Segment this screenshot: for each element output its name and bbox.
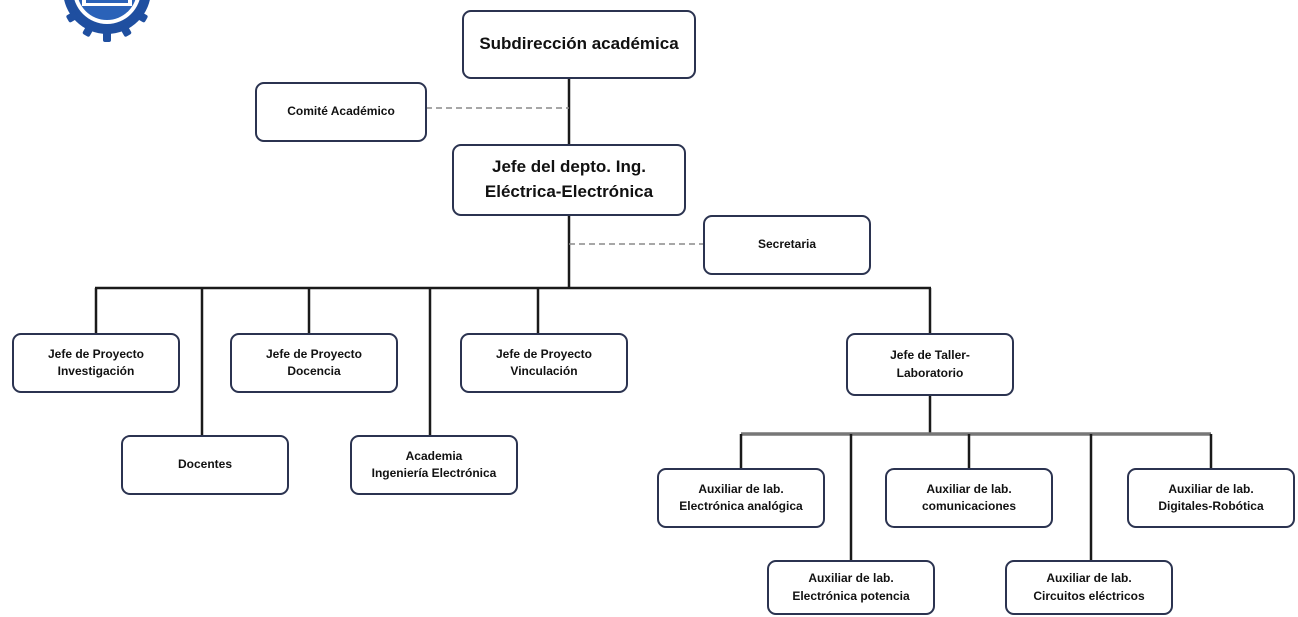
node-comite-academico: Comité Académico xyxy=(255,82,427,142)
node-label: Jefe de Proyecto xyxy=(495,346,593,361)
node-label: comunicaciones xyxy=(921,499,1017,513)
node-label: Laboratorio xyxy=(896,365,964,380)
node-label: Electrónica analógica xyxy=(679,499,803,513)
node-jefe-proyecto-investigacion: Jefe de Proyecto Investigación xyxy=(12,333,180,393)
node-label: Academia xyxy=(405,448,463,463)
node-label: Digitales-Robótica xyxy=(1158,499,1264,513)
node-label: Jefe de Proyecto xyxy=(47,346,145,361)
node-label: Subdirección académica xyxy=(479,34,679,54)
node-label: Ingeniería Electrónica xyxy=(371,466,497,480)
node-auxiliar-electronica-potencia: Auxiliar de lab. Electrónica potencia xyxy=(767,560,935,615)
node-label: Jefe de Taller- xyxy=(890,348,970,363)
node-auxiliar-comunicaciones: Auxiliar de lab. comunicaciones xyxy=(885,468,1053,528)
node-label: Vinculación xyxy=(510,364,578,378)
node-label: Jefe de Proyecto xyxy=(265,346,363,361)
node-secretaria: Secretaria xyxy=(703,215,871,275)
node-jefe-taller-laboratorio: Jefe de Taller- Laboratorio xyxy=(846,333,1014,396)
node-label: Auxiliar de lab. xyxy=(698,481,784,496)
node-subdireccion-academica: Subdirección académica xyxy=(462,10,696,79)
node-label: Auxiliar de lab. xyxy=(808,571,894,586)
node-label: Circuitos eléctricos xyxy=(1033,588,1145,603)
gear-seal-logo xyxy=(64,0,150,42)
node-auxiliar-circuitos-electricos: Auxiliar de lab. Circuitos eléctricos xyxy=(1005,560,1173,615)
node-docentes: Docentes xyxy=(121,435,289,495)
node-label: Investigación xyxy=(57,364,135,378)
node-jefe-proyecto-docencia: Jefe de Proyecto Docencia xyxy=(230,333,398,393)
node-label: Comité Académico xyxy=(287,104,395,119)
node-label: Docencia xyxy=(287,364,341,378)
node-label: Eléctrica-Electrónica xyxy=(484,182,654,201)
node-label: Docentes xyxy=(177,457,233,472)
node-label: Auxiliar de lab. xyxy=(926,481,1012,496)
node-jefe-proyecto-vinculacion: Jefe de Proyecto Vinculación xyxy=(460,333,628,393)
node-jefe-departamento: Jefe del depto. Ing. Eléctrica-Electróni… xyxy=(452,144,686,216)
node-academia-ingenieria-electronica: Academia Ingeniería Electrónica xyxy=(350,435,518,495)
node-label: Auxiliar de lab. xyxy=(1168,481,1254,496)
node-auxiliar-digitales-robotica: Auxiliar de lab. Digitales-Robótica xyxy=(1127,468,1295,528)
node-auxiliar-electronica-analogica: Auxiliar de lab. Electrónica analógica xyxy=(657,468,825,528)
node-label: Secretaria xyxy=(757,237,817,252)
node-label: Auxiliar de lab. xyxy=(1046,571,1132,586)
node-label: Jefe del depto. Ing. xyxy=(492,157,646,177)
node-label: Electrónica potencia xyxy=(792,588,910,603)
